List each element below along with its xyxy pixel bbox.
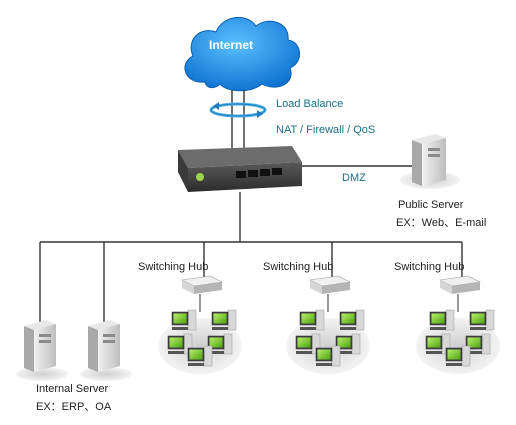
dmz-label: DMZ xyxy=(342,172,366,184)
load-balance-label: Load Balance xyxy=(276,98,344,110)
switch-2 xyxy=(309,275,351,294)
workstation xyxy=(445,345,471,367)
workstation-groups xyxy=(158,309,500,374)
public-server-title: Public Server xyxy=(398,199,464,211)
workstation-cluster-1 xyxy=(158,309,242,374)
workstation xyxy=(315,345,341,367)
internal-server-2 xyxy=(80,320,132,381)
nat-firewall-qos-label: NAT / Firewall / QoS xyxy=(276,124,376,136)
workstation xyxy=(339,309,365,331)
workstation-cluster-3 xyxy=(416,309,500,374)
switch-label-1: Switching Hub xyxy=(138,261,209,273)
workstation-cluster-2 xyxy=(286,309,370,374)
workstation xyxy=(429,309,455,331)
workstation xyxy=(187,345,213,367)
load-balance-icon xyxy=(209,102,267,118)
internal-server-examples: EX：ERP、OA xyxy=(36,401,112,413)
public-server xyxy=(400,134,460,189)
workstation xyxy=(211,309,237,331)
switch-label-2: Switching Hub xyxy=(263,261,334,273)
switch-3 xyxy=(439,275,481,294)
workstation xyxy=(469,309,495,331)
internal-server-title: Internal Server xyxy=(36,383,109,395)
workstation xyxy=(171,309,197,331)
router xyxy=(178,146,302,192)
internal-server-1 xyxy=(16,320,68,381)
switch-label-3: Switching Hub xyxy=(394,261,465,273)
workstation xyxy=(295,333,321,355)
switch-1 xyxy=(181,275,223,294)
workstation xyxy=(299,309,325,331)
public-server-examples: EX：Web、E-mail xyxy=(396,217,487,229)
internet-label: Internet xyxy=(209,38,254,52)
internet-cloud xyxy=(184,17,300,92)
